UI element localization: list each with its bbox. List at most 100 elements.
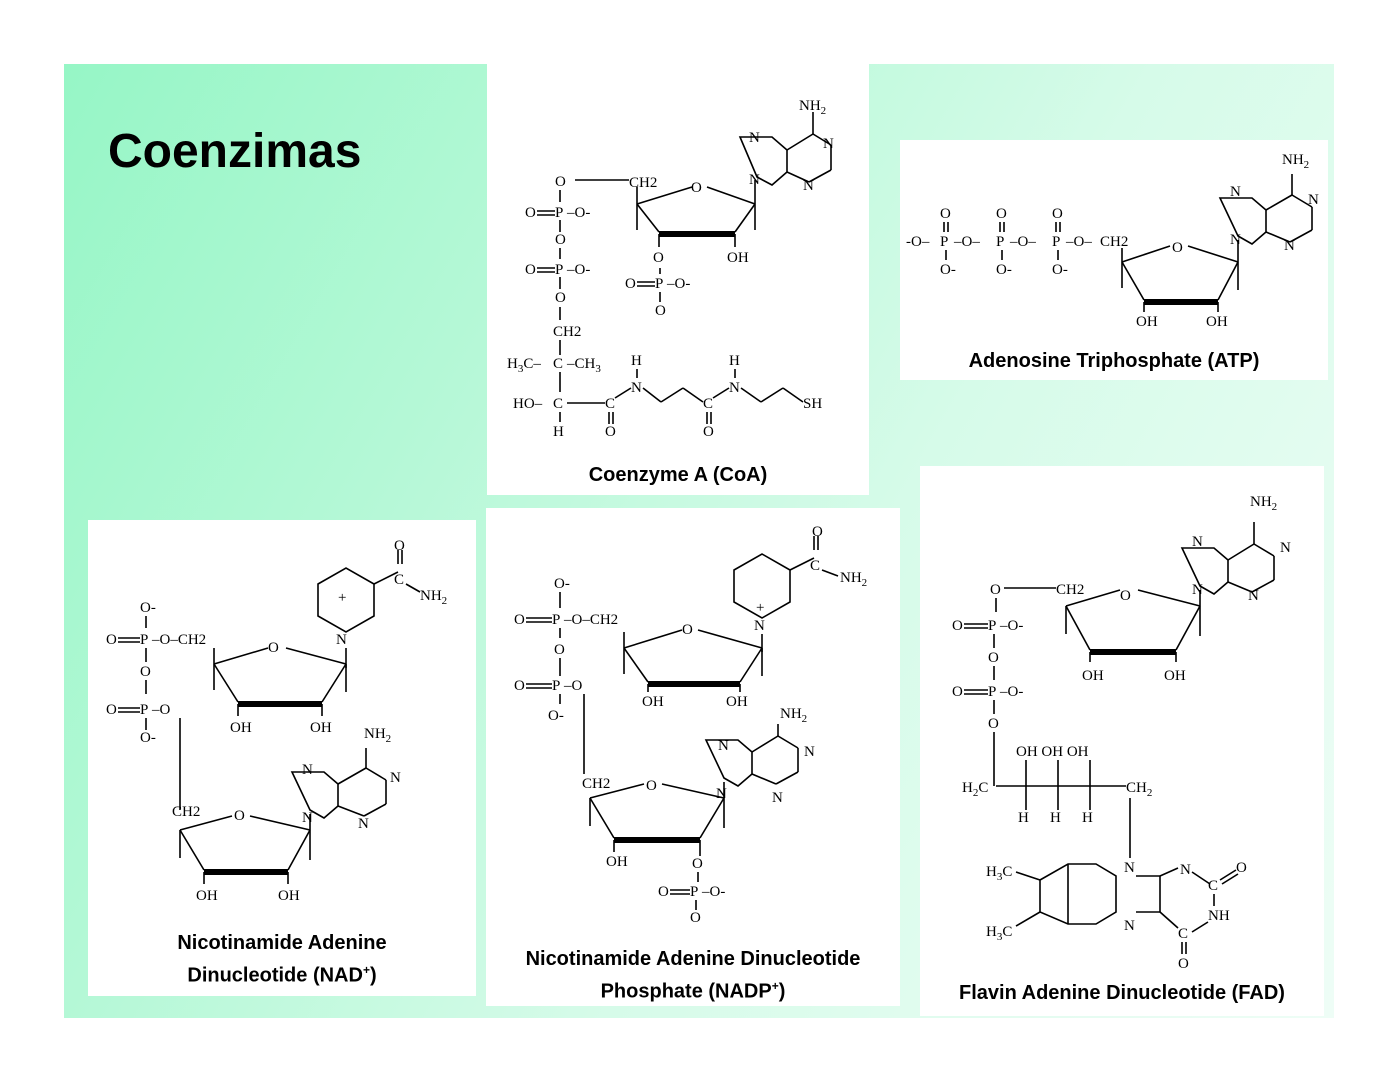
- svg-text:O-: O-: [1052, 262, 1068, 278]
- nad-caption-text: Dinucleotide (NAD: [187, 964, 363, 987]
- svg-text:P: P: [552, 612, 560, 628]
- svg-text:–O–CH2: –O–CH2: [563, 612, 618, 628]
- coa-ribose: O OH O CH2: [575, 175, 756, 266]
- svg-text:P: P: [555, 205, 563, 221]
- nadp-nicotinamide: C O NH2 N +: [733, 524, 867, 652]
- nadp-caption: Nicotinamide Adenine Dinucleotide Phosph…: [486, 946, 900, 1006]
- svg-text:P: P: [552, 678, 560, 694]
- svg-text:O: O: [952, 684, 963, 700]
- svg-text:–O-: –O-: [566, 262, 590, 278]
- nad-structure: C O NH2 N + O- O P–O–CH2 O O P–O O-: [106, 538, 447, 904]
- svg-text:O: O: [655, 303, 666, 319]
- svg-text:H: H: [553, 424, 564, 440]
- svg-text:C: C: [394, 572, 404, 588]
- svg-text:–O–CH2: –O–CH2: [151, 632, 206, 648]
- svg-text:CH2: CH2: [582, 776, 610, 792]
- svg-text:–O-: –O-: [566, 205, 590, 221]
- svg-text:CH2: CH2: [1100, 234, 1128, 250]
- svg-text:–O: –O: [151, 702, 171, 718]
- svg-text:–O-: –O-: [701, 884, 725, 900]
- svg-text:OH: OH: [606, 854, 628, 870]
- svg-text:P: P: [690, 884, 698, 900]
- svg-text:O: O: [268, 640, 279, 656]
- svg-text:CH2: CH2: [553, 324, 581, 340]
- svg-text:C: C: [1178, 926, 1188, 942]
- nad-caption-line1: Nicotinamide Adenine: [177, 932, 387, 954]
- svg-text:H: H: [631, 353, 642, 369]
- svg-text:P: P: [1052, 234, 1060, 250]
- svg-text:P: P: [140, 632, 148, 648]
- svg-text:NH2: NH2: [1282, 152, 1309, 171]
- svg-text:P: P: [655, 276, 663, 292]
- nad-phosphates: O- O P–O–CH2 O O P–O O-: [106, 600, 206, 810]
- svg-text:–O-: –O-: [666, 276, 690, 292]
- svg-text:O-: O-: [940, 262, 956, 278]
- svg-text:N: N: [749, 130, 760, 146]
- svg-text:O: O: [988, 650, 999, 666]
- svg-text:OH: OH: [726, 694, 748, 710]
- svg-text:CH2: CH2: [629, 175, 657, 191]
- svg-text:N: N: [1180, 862, 1191, 878]
- svg-text:C: C: [1208, 878, 1218, 894]
- nad-caption-charge: +: [362, 963, 370, 977]
- svg-text:OH: OH: [727, 250, 749, 266]
- svg-text:O-: O-: [548, 708, 564, 724]
- svg-text:O: O: [653, 250, 664, 266]
- svg-text:–CH3: –CH3: [566, 356, 601, 375]
- svg-text:O-: O-: [554, 576, 570, 592]
- svg-text:O: O: [996, 206, 1007, 222]
- nad-caption: Nicotinamide Adenine Dinucleotide (NAD+): [88, 930, 476, 990]
- atp-structure: -O– P–O– P–O– P–O– CH2 O O O O- O- O- O …: [906, 152, 1319, 330]
- svg-text:–O–: –O–: [953, 234, 980, 250]
- svg-text:NH2: NH2: [799, 98, 826, 117]
- svg-text:O: O: [234, 808, 245, 824]
- svg-text:N: N: [1230, 232, 1241, 248]
- nad-nicotinamide: C O NH2 N +: [317, 538, 447, 668]
- svg-text:N: N: [1124, 860, 1135, 876]
- svg-text:N: N: [302, 810, 313, 826]
- fad-adenine: NH2 N N N N: [1180, 494, 1291, 604]
- svg-text:CH2: CH2: [1126, 780, 1152, 799]
- svg-text:O: O: [1236, 860, 1247, 876]
- svg-text:N: N: [1230, 184, 1241, 200]
- nadp-caption-line1: Nicotinamide Adenine Dinucleotide: [525, 948, 861, 970]
- nad-caption-line2: Dinucleotide (NAD+): [88, 957, 476, 990]
- nadp-caption-charge: +: [771, 979, 779, 993]
- svg-text:O: O: [555, 232, 566, 248]
- svg-text:H3C: H3C: [986, 864, 1012, 883]
- atp-caption: Adenosine Triphosphate (ATP): [968, 350, 1260, 372]
- svg-text:H: H: [1082, 810, 1093, 826]
- svg-text:O-: O-: [140, 600, 156, 616]
- svg-text:NH2: NH2: [420, 588, 447, 607]
- svg-text:N: N: [302, 762, 313, 778]
- coa-structure: NH2 N N N N O OH O CH2 O O: [507, 98, 834, 440]
- svg-text:N: N: [718, 738, 729, 754]
- svg-text:O: O: [394, 538, 405, 554]
- nadp-caption-line2: Phosphate (NADP+): [486, 973, 900, 1006]
- svg-text:P: P: [996, 234, 1004, 250]
- svg-text:O: O: [690, 910, 701, 926]
- nad-caption-close: ): [369, 964, 377, 987]
- svg-text:O: O: [525, 262, 536, 278]
- svg-text:N: N: [1124, 918, 1135, 934]
- nad-adenine: NH2 N N N N: [290, 726, 401, 832]
- svg-text:P: P: [988, 684, 996, 700]
- svg-text:N: N: [1284, 238, 1295, 254]
- svg-text:O: O: [514, 612, 525, 628]
- svg-text:OH OH OH: OH OH OH: [1016, 744, 1089, 760]
- nadp-panel: C O NH2 N + O- O P–O–CH2 O O P–O O-: [486, 508, 900, 1006]
- svg-text:O: O: [1120, 588, 1131, 604]
- svg-text:C: C: [605, 396, 615, 412]
- slide-title: Coenzimas: [108, 125, 362, 178]
- nadp-structure: C O NH2 N + O- O P–O–CH2 O O P–O O-: [514, 524, 867, 926]
- svg-text:NH2: NH2: [364, 726, 391, 745]
- nadp-ribose-bottom: CH2 O OH O O P–O- O: [582, 776, 725, 926]
- svg-text:N: N: [804, 744, 815, 760]
- svg-text:OH: OH: [642, 694, 664, 710]
- svg-text:N: N: [1248, 588, 1259, 604]
- svg-text:N: N: [823, 136, 834, 152]
- svg-text:H: H: [1018, 810, 1029, 826]
